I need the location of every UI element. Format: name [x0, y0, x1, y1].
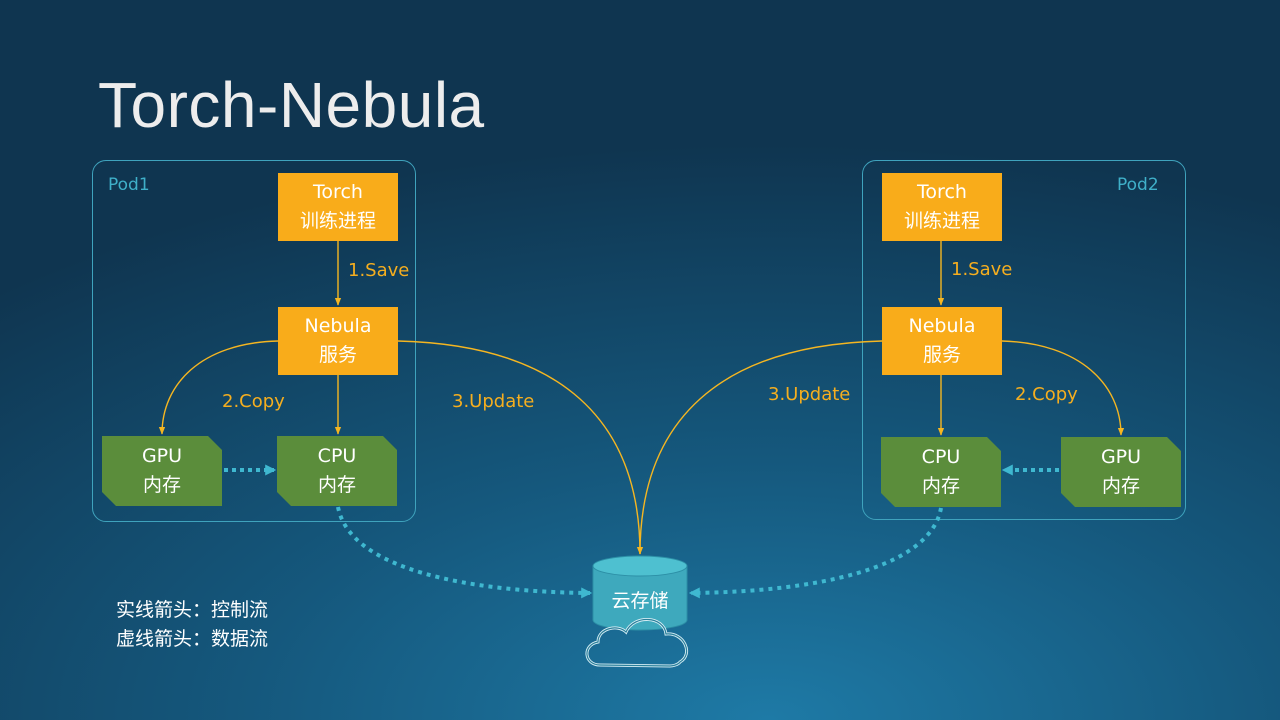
pod1-copy-arrow: [158, 340, 279, 435]
legend: 实线箭头：控制流 虚线箭头：数据流: [116, 596, 268, 654]
pod1-cpu-line1: CPU: [317, 445, 357, 467]
pod2-nebula-line2: 服务: [922, 344, 961, 366]
legend-solid-arrow: 实线箭头：控制流: [116, 599, 269, 621]
pod2-cpu-line2: 内存: [921, 475, 960, 497]
pod1-nebula-line1: Nebula: [304, 315, 372, 337]
page-title: Torch-Nebula: [98, 69, 485, 141]
cloud-icon-outline: [586, 618, 688, 667]
pod2-save-label: 1.Save: [951, 259, 1013, 280]
pod1-gpu-memory-box[interactable]: GPU 内存: [102, 436, 222, 506]
pod1-cpu-memory-box[interactable]: CPU 内存: [277, 436, 397, 506]
pod1-gpu-line2: 内存: [142, 474, 181, 496]
pod2-nebula-service-box[interactable]: Nebula 服务: [882, 307, 1002, 375]
pod1-label: Pod1: [108, 175, 150, 195]
pod1-nebula-line2: 服务: [318, 344, 357, 366]
pod2-gpu-memory-box[interactable]: GPU 内存: [1061, 437, 1181, 507]
pod1-torch-process-box[interactable]: Torch 训练进程: [278, 173, 398, 241]
pod1-torch-line2: 训练进程: [299, 210, 376, 232]
pod1-cpu-to-storage-data-arrow: [336, 506, 593, 599]
pod2-copy-arrow: [1001, 340, 1125, 436]
pod2-copy-label: 2.Copy: [1015, 384, 1078, 405]
pod2-update-label: 3.Update: [768, 384, 851, 405]
pod2-cpu-memory-box[interactable]: CPU 内存: [881, 437, 1001, 507]
pod1-save-label: 1.Save: [348, 260, 410, 281]
pod1-update-arrow: [397, 340, 644, 555]
pod1-torch-line1: Torch: [313, 181, 363, 203]
pod2-gpu-line2: 内存: [1101, 475, 1140, 497]
pod2-label: Pod2: [1117, 175, 1159, 195]
pod2-torch-line1: Torch: [917, 181, 967, 203]
pod2-cpu-to-storage-data-arrow: [688, 507, 943, 599]
pod1-container: [92, 160, 416, 522]
legend-dashed-arrow: 虚线箭头：数据流: [116, 628, 269, 650]
pod1-update-label: 3.Update: [452, 391, 535, 412]
pod2-torch-process-box[interactable]: Torch 训练进程: [882, 173, 1002, 241]
cloud-storage-label: 云存储: [611, 590, 669, 612]
pod1-cpu-line2: 内存: [317, 474, 356, 496]
pod1-copy-label: 2.Copy: [222, 391, 285, 412]
pod2-cpu-line1: CPU: [921, 446, 961, 468]
pod2-container: [862, 160, 1186, 520]
cloud-storage-cylinder[interactable]: [592, 555, 688, 631]
pod2-nebula-line1: Nebula: [908, 315, 976, 337]
pod2-update-arrow: [639, 340, 883, 555]
pod2-torch-line2: 训练进程: [903, 210, 980, 232]
pod1-nebula-service-box[interactable]: Nebula 服务: [278, 307, 398, 375]
pod1-gpu-line1: GPU: [141, 445, 183, 467]
pod2-gpu-line1: GPU: [1100, 446, 1142, 468]
